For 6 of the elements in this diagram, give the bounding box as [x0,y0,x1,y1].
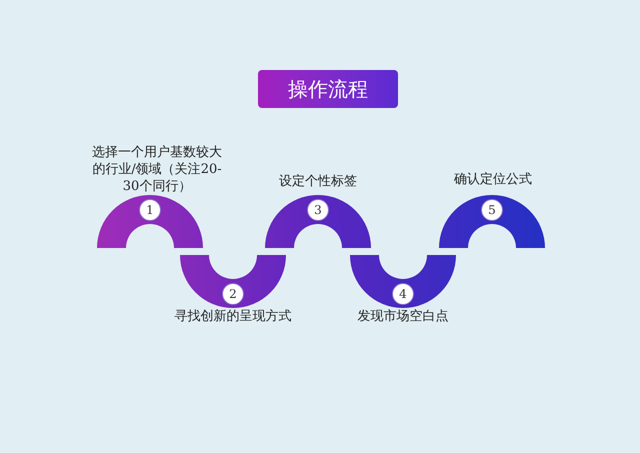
title-banner: 操作流程 [258,70,398,108]
step-label: 选择一个用户基数较大的行业/领域（关注20-30个同行） [92,144,222,195]
step-label: 设定个性标签 [278,173,358,190]
step-label: 确认定位公式 [453,171,533,188]
step-label: 发现市场空白点 [356,308,450,325]
step-label: 寻找创新的呈现方式 [174,308,292,325]
